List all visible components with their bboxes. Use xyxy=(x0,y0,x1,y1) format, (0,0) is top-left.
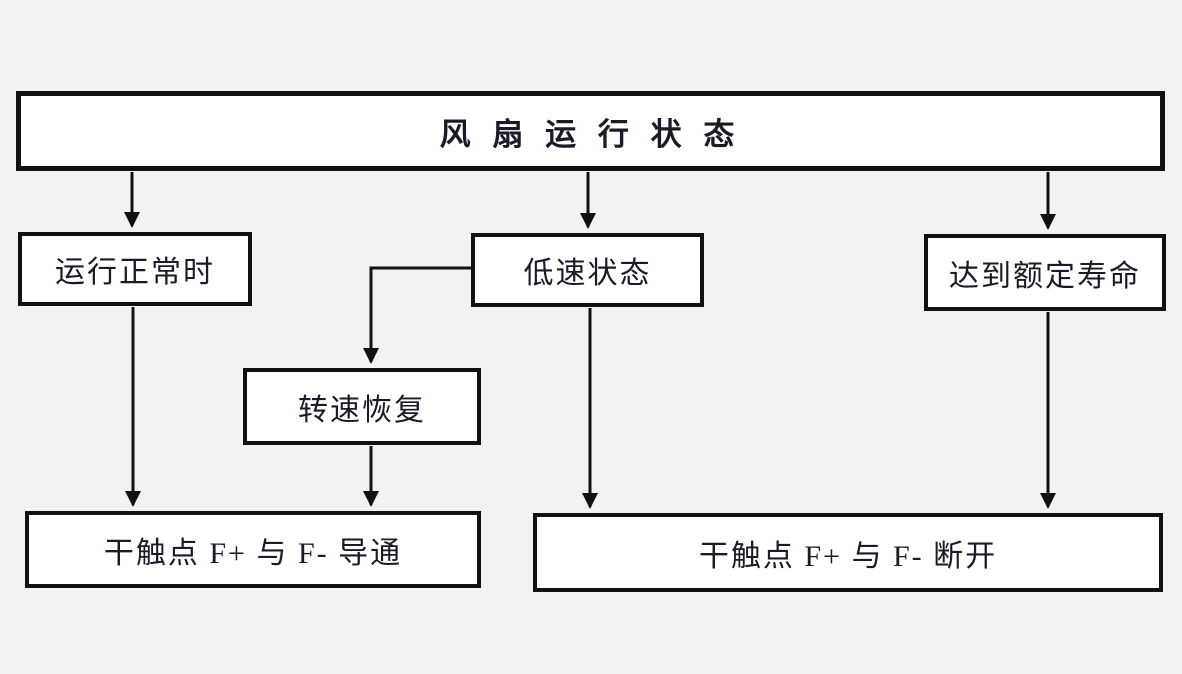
node-speed-recovered: 转速恢复 xyxy=(243,368,481,445)
node-fan-status-label: 风 扇 运 行 状 态 xyxy=(439,116,742,152)
node-running-normal-label: 运行正常时 xyxy=(55,256,215,289)
node-dry-contact-open-label: 干触点 F+ 与 F- 断开 xyxy=(698,539,998,573)
node-dry-contact-closed: 干触点 F+ 与 F- 导通 xyxy=(25,511,481,588)
node-speed-recovered-label: 转速恢复 xyxy=(298,393,426,427)
node-fan-status: 风 扇 运 行 状 态 xyxy=(16,91,1165,171)
arrow-low-speed-to-speed-recovered xyxy=(363,266,471,364)
node-rated-life-reached-label: 达到额定寿命 xyxy=(949,259,1141,293)
node-rated-life-reached: 达到额定寿命 xyxy=(924,234,1166,311)
node-dry-contact-open: 干触点 F+ 与 F- 断开 xyxy=(533,513,1163,592)
node-low-speed-state-label: 低速状态 xyxy=(523,257,652,290)
node-dry-contact-closed-label: 干触点 F+ 与 F- 导通 xyxy=(103,536,403,570)
node-low-speed-state: 低速状态 xyxy=(471,233,704,307)
node-running-normal: 运行正常时 xyxy=(18,232,252,306)
